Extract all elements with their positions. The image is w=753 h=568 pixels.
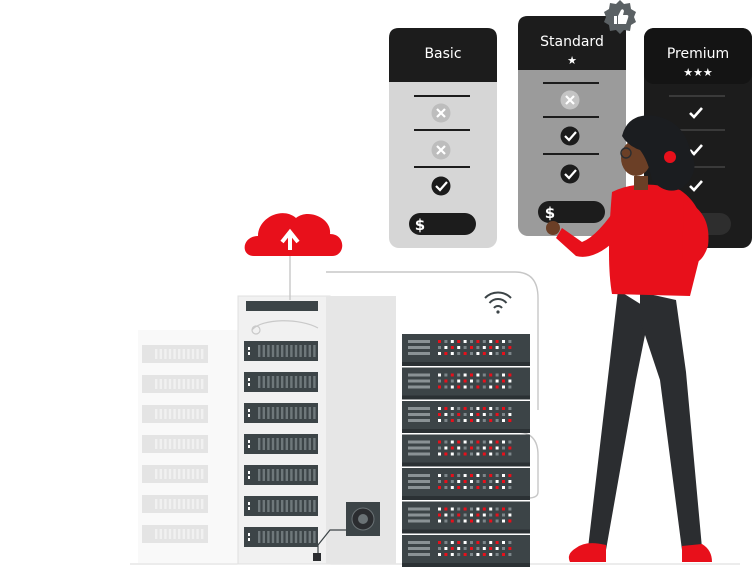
drive-slot	[244, 527, 318, 547]
check-icon	[689, 180, 703, 192]
dollar-icon: $	[545, 204, 555, 222]
check-icon	[431, 176, 451, 196]
drive-slot	[244, 403, 318, 423]
drive-slot	[244, 341, 318, 361]
server-unit	[402, 501, 530, 534]
wifi-icon	[484, 291, 512, 314]
drive-slot	[142, 525, 208, 543]
price-pill	[409, 213, 476, 235]
premium-title: Premium	[667, 46, 729, 62]
thumbs-up-icon	[604, 0, 636, 34]
cross-icon	[431, 103, 451, 123]
server-unit	[402, 434, 530, 467]
check-icon	[560, 164, 580, 184]
drive-slot	[142, 345, 208, 363]
check-icon	[689, 107, 703, 119]
price-pill	[538, 201, 605, 223]
standard-title: Standard	[540, 34, 604, 50]
drive-slot	[142, 405, 208, 423]
server-unit	[402, 535, 530, 567]
server-unit	[402, 367, 530, 400]
pricing-card-basic: Basic $	[389, 28, 497, 248]
star-icon: ★★★	[683, 66, 713, 79]
drive-slot	[142, 495, 208, 513]
drive-slot	[244, 434, 318, 454]
server-unit	[402, 334, 530, 366]
basic-title: Basic	[424, 46, 461, 62]
drive-slot	[244, 465, 318, 485]
drive-slot	[244, 496, 318, 516]
drive-slot	[142, 435, 208, 453]
woman-character	[546, 115, 712, 562]
server-cable	[326, 271, 539, 499]
server-rack	[402, 334, 530, 567]
cloud-upload-icon	[244, 213, 343, 256]
server-unit	[402, 401, 530, 433]
cross-icon	[431, 140, 451, 160]
pricing-card-standard: Standard ★ $	[518, 0, 636, 236]
dollar-icon: $	[415, 216, 425, 234]
check-icon	[560, 126, 580, 146]
fan-unit	[313, 502, 380, 561]
drive-slot	[142, 465, 208, 483]
pricing-card-premium: Premium ★★★	[644, 28, 752, 248]
background-rack	[138, 330, 238, 564]
check-icon	[689, 144, 703, 156]
cross-icon	[560, 90, 580, 110]
star-icon: ★	[567, 54, 577, 67]
drive-slot	[142, 375, 208, 393]
drive-slot	[244, 372, 318, 392]
middle-rack	[237, 295, 396, 565]
server-unit	[402, 468, 530, 500]
